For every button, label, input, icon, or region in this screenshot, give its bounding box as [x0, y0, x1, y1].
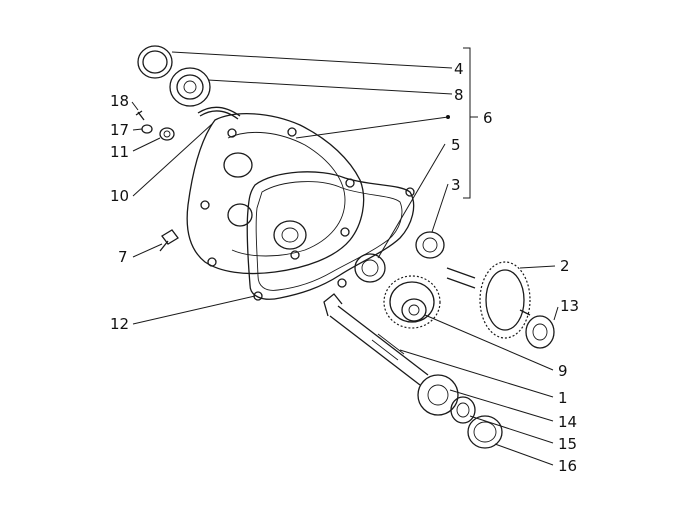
leader-6-dot	[446, 115, 450, 119]
leader-11	[132, 137, 161, 152]
part-4-seal-ring	[137, 45, 173, 79]
part-11-nut	[159, 127, 175, 141]
callout-15: 15	[558, 435, 577, 453]
leader-10	[132, 123, 213, 197]
callout-12: 12	[110, 315, 129, 333]
part-2-gear-shaft	[446, 261, 531, 339]
part-7-bolt	[159, 229, 179, 252]
callout-10: 10	[110, 187, 129, 205]
leader-15	[469, 415, 554, 444]
part-18-screw	[135, 110, 145, 121]
callout-17: 17	[110, 121, 129, 139]
part-1-output-shaft	[323, 293, 429, 386]
leader-9	[424, 314, 554, 371]
callout-6: 6	[483, 109, 493, 127]
leader-17	[132, 128, 143, 131]
callout-3: 3	[451, 176, 461, 194]
part-14-bearing	[417, 374, 459, 416]
callout-13: 13	[560, 297, 579, 315]
callout-2: 2	[560, 257, 570, 275]
callout-9: 9	[558, 362, 568, 380]
leader-14	[449, 389, 554, 422]
part-13-bearing	[525, 315, 555, 349]
leader-13	[553, 306, 559, 321]
part-15-washer	[450, 396, 476, 424]
callout-4: 4	[454, 60, 464, 78]
leader-12	[132, 295, 256, 325]
leader-7	[132, 243, 163, 258]
leader-6	[295, 116, 449, 139]
callout-11: 11	[110, 143, 129, 161]
leader-3	[431, 183, 449, 233]
leader-18	[131, 101, 139, 111]
callout-labels: 4 8 6 5 3 18 17 11 10 7 12 2 13 9 1 14 1…	[110, 60, 579, 475]
callout-5: 5	[451, 136, 461, 154]
callout-18: 18	[110, 92, 129, 110]
group-bracket	[463, 47, 471, 199]
leader-16	[494, 443, 554, 466]
callout-7: 7	[118, 248, 128, 266]
leader-lines	[131, 47, 559, 466]
callout-1: 1	[558, 389, 568, 407]
part-16-seal	[467, 415, 503, 449]
part-12-gasket	[246, 171, 415, 301]
callout-14: 14	[558, 413, 577, 431]
leader-5	[377, 143, 446, 259]
part-6-transmission-cover	[186, 113, 365, 275]
part-3-bearing	[415, 231, 445, 259]
leader-2	[519, 265, 556, 269]
part-5-bearing	[354, 253, 386, 283]
leader-1	[399, 349, 554, 398]
part-17-washer	[141, 124, 153, 134]
leader-4	[171, 51, 453, 69]
part-9-gear	[383, 275, 441, 329]
callout-16: 16	[558, 457, 577, 475]
leader-8	[207, 79, 453, 95]
part-8-bearing	[169, 67, 211, 107]
callout-8: 8	[454, 86, 464, 104]
part-10-breather-pipe	[197, 106, 241, 120]
